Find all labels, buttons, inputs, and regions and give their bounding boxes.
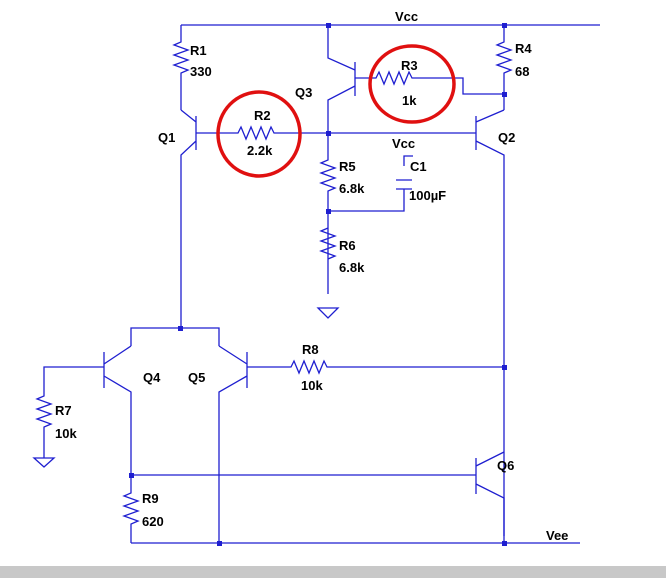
q2-transistor — [475, 109, 505, 536]
r7-wire — [35, 366, 104, 458]
r8-wire — [247, 359, 504, 375]
r3-wire — [355, 70, 504, 95]
vcc-label: Vcc — [395, 9, 418, 24]
r9-name: R9 — [142, 491, 159, 506]
q3-label: Q3 — [295, 85, 312, 100]
r5-name: R5 — [339, 159, 356, 174]
q4-label: Q4 — [143, 370, 161, 385]
r6-name: R6 — [339, 238, 356, 253]
r6-value: 6.8k — [339, 260, 365, 275]
r7-value: 10k — [55, 426, 77, 441]
q1-label: Q1 — [158, 130, 175, 145]
vee-label: Vee — [546, 528, 568, 543]
r3-value: 1k — [402, 93, 417, 108]
r1-resistor — [172, 25, 190, 110]
q2-label: Q2 — [498, 130, 515, 145]
r2-value: 2.2k — [247, 143, 273, 158]
c1-name: C1 — [410, 159, 427, 174]
r5-r6-chain — [319, 133, 337, 294]
q5-label: Q5 — [188, 370, 205, 385]
q3-transistor — [327, 25, 356, 133]
schematic-background — [0, 0, 666, 566]
r1-name: R1 — [190, 43, 207, 58]
diffpair-emitters — [130, 327, 220, 346]
r1-value: 330 — [190, 64, 212, 79]
r7-name: R7 — [55, 403, 72, 418]
q6-label: Q6 — [497, 458, 514, 473]
r4-name: R4 — [515, 41, 532, 56]
r9-resistor — [122, 475, 140, 543]
r2-name: R2 — [254, 108, 271, 123]
highlight-circle-r2 — [216, 90, 302, 178]
q6-transistor — [131, 451, 505, 543]
r4-value: 68 — [515, 64, 529, 79]
ground-r7 — [32, 457, 56, 468]
r9-value: 620 — [142, 514, 164, 529]
junction-dots — [129, 23, 507, 546]
r2-wire — [196, 125, 476, 141]
r4-resistor — [495, 25, 513, 110]
c1-vcc-label: Vcc — [392, 136, 415, 151]
r3-name: R3 — [401, 58, 418, 73]
ground-r6 — [316, 307, 340, 319]
wires — [32, 24, 600, 544]
highlight-circle-r3 — [368, 44, 456, 124]
r8-name: R8 — [302, 342, 319, 357]
c1-value: 100µF — [409, 188, 446, 203]
q4-transistor — [103, 345, 132, 475]
c1-plates — [396, 179, 412, 190]
bottom-frame — [0, 566, 666, 573]
q5-transistor — [218, 345, 248, 543]
c1-wire — [328, 155, 413, 212]
r5-value: 6.8k — [339, 181, 365, 196]
r8-value: 10k — [301, 378, 323, 393]
